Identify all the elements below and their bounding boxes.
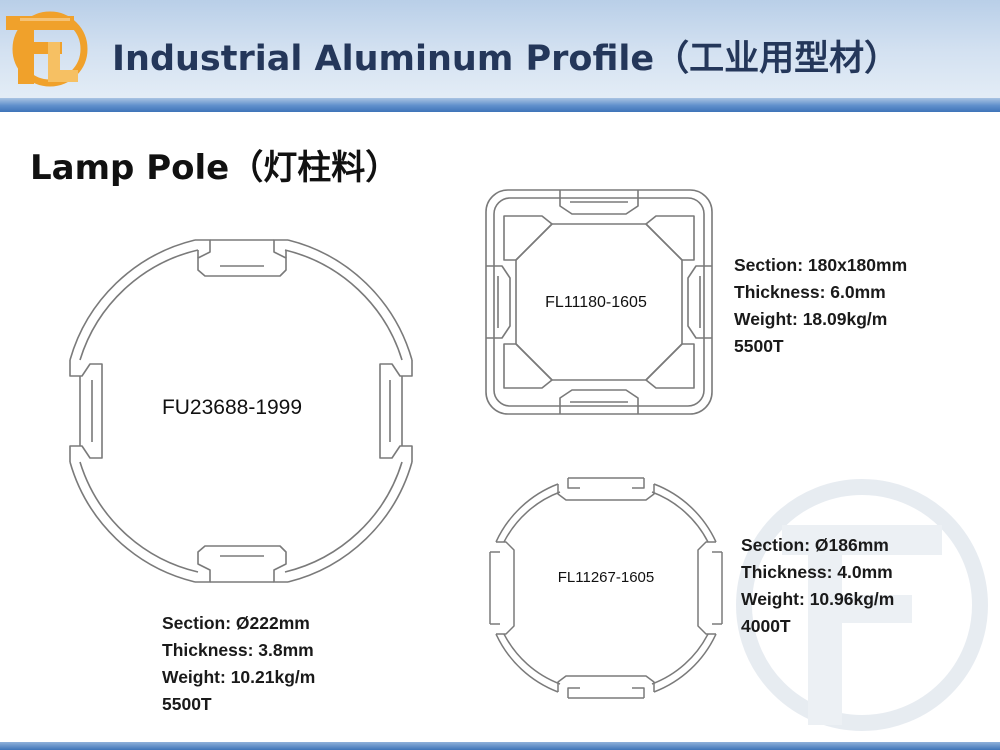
profile-code: FU23688-1999 bbox=[162, 396, 302, 419]
header-stripe bbox=[0, 98, 1000, 112]
spec-weight: Weight: 10.96kg/m bbox=[741, 589, 895, 609]
fl-monogram-logo-icon bbox=[6, 11, 88, 87]
spec-section: Section: Ø186mm bbox=[741, 535, 889, 555]
spec-tonnage: 4000T bbox=[741, 616, 791, 636]
footer-bar bbox=[0, 742, 1000, 750]
profile-code: FL11267-1605 bbox=[558, 569, 654, 586]
fl-watermark-logo-icon bbox=[736, 479, 988, 731]
spec-block: Section: Ø186mm Thickness: 4.0mm Weight:… bbox=[741, 532, 894, 640]
spec-section: Section: 180x180mm bbox=[734, 255, 908, 275]
section-title: Lamp Pole（灯柱料） bbox=[30, 148, 400, 188]
page-title: Industrial Aluminum Profile（工业用型材） bbox=[112, 39, 900, 79]
spec-weight: Weight: 18.09kg/m bbox=[734, 309, 888, 329]
spec-section: Section: Ø222mm bbox=[162, 613, 310, 633]
header-band: Industrial Aluminum Profile（工业用型材） bbox=[0, 0, 1000, 112]
spec-block: Section: 180x180mm Thickness: 6.0mm Weig… bbox=[734, 252, 907, 360]
spec-thickness: Thickness: 4.0mm bbox=[741, 562, 893, 582]
spec-thickness: Thickness: 6.0mm bbox=[734, 282, 886, 302]
spec-weight: Weight: 10.21kg/m bbox=[162, 667, 316, 687]
round-profile-cross-section-icon: FU23688-1999 bbox=[69, 239, 413, 583]
round-profile-cross-section-icon: FL11267-1605 bbox=[489, 477, 723, 699]
spec-thickness: Thickness: 3.8mm bbox=[162, 640, 314, 660]
spec-tonnage: 5500T bbox=[734, 336, 784, 356]
spec-block: Section: Ø222mm Thickness: 3.8mm Weight:… bbox=[162, 610, 315, 718]
profile-code: FL11180-1605 bbox=[545, 294, 647, 311]
spec-tonnage: 5500T bbox=[162, 694, 212, 714]
square-profile-cross-section-icon: FL11180-1605 bbox=[485, 189, 713, 415]
